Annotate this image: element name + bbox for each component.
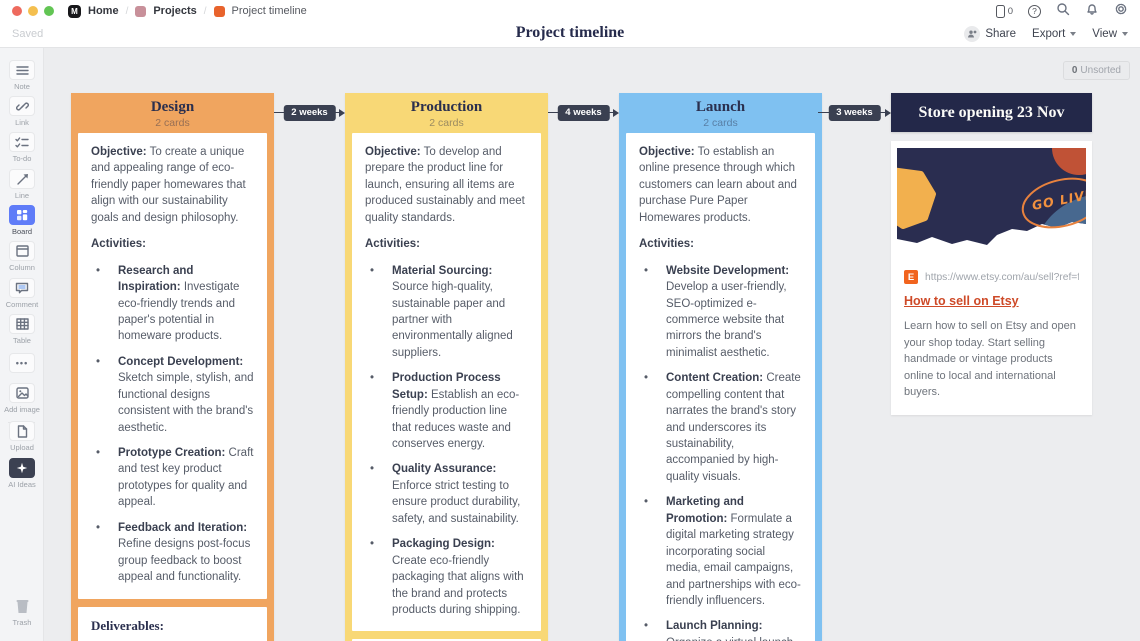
- breadcrumb-separator: /: [203, 5, 207, 17]
- settings-gear-icon[interactable]: [1114, 2, 1128, 21]
- invite-person-icon: [964, 26, 981, 42]
- device-count: 0: [1007, 5, 1013, 17]
- chevron-down-icon: [1070, 32, 1077, 36]
- duration-badge[interactable]: 2 weeks: [283, 104, 336, 121]
- breadcrumb-current[interactable]: Project timeline: [231, 5, 307, 17]
- todo-card-design[interactable]: Deliverables: A finalized lineup of pape…: [78, 606, 267, 641]
- save-status: Saved: [12, 28, 44, 40]
- sidebar-item-table[interactable]: Table: [0, 314, 44, 345]
- chevron-down-icon: [1122, 32, 1128, 36]
- breadcrumb-home[interactable]: Home: [88, 5, 119, 17]
- page-title[interactable]: Project timeline: [515, 24, 625, 41]
- column-card-count: 2 cards: [703, 117, 738, 129]
- arrow-head-icon: [613, 108, 619, 117]
- column-header[interactable]: Production 2 cards: [345, 93, 548, 133]
- arrow-head-icon: [885, 108, 891, 117]
- export-button[interactable]: Export: [1032, 28, 1077, 40]
- milanote-logo-icon[interactable]: [68, 4, 81, 18]
- timeline-arrow-1: 2 weeks: [274, 104, 345, 121]
- link-url: https://www.etsy.com/au/sell?ref=ftr: [925, 271, 1079, 283]
- go-live-illustration: GO LIVE!: [897, 148, 1086, 258]
- sidebar-item-trash[interactable]: Trash: [0, 596, 44, 627]
- minimize-window-button[interactable]: [28, 6, 38, 16]
- projects-board-icon: [135, 5, 147, 17]
- column-title: Launch: [695, 99, 746, 115]
- sidebar-item-board[interactable]: Board: [0, 205, 44, 236]
- duration-badge[interactable]: 4 weeks: [557, 104, 610, 121]
- link-description: Learn how to sell on Etsy and open your …: [904, 320, 1076, 398]
- sidebar-item-add-image[interactable]: Add image: [0, 383, 44, 414]
- timeline-arrow-3: 3 weeks: [818, 104, 891, 121]
- zoom-window-button[interactable]: [44, 6, 54, 16]
- column-launch[interactable]: Launch 2 cards Objective: To establish a…: [619, 93, 822, 641]
- sidebar-item-ai-ideas[interactable]: AI Ideas: [0, 458, 44, 489]
- window-chrome: Home / Projects / Project timeline 0 Sav…: [0, 0, 1140, 48]
- column-design[interactable]: Design 2 cards Objective: To create a un…: [71, 93, 274, 641]
- close-window-button[interactable]: [12, 6, 22, 16]
- sidebar-item-comment[interactable]: Comment: [0, 278, 44, 309]
- device-icon: [995, 4, 1005, 18]
- column-title: Production: [410, 99, 483, 115]
- sidebar-item-line[interactable]: Line: [0, 169, 44, 200]
- column-production[interactable]: Production 2 cards Objective: To develop…: [345, 93, 548, 641]
- sidebar-item-note[interactable]: Note: [0, 60, 44, 91]
- duration-badge[interactable]: 3 weeks: [828, 104, 881, 121]
- tool-sidebar: Note Link To-do Line Board Column Commen…: [0, 48, 44, 641]
- sidebar-item-todo[interactable]: To-do: [0, 132, 44, 163]
- search-icon[interactable]: [1056, 2, 1070, 21]
- help-icon[interactable]: [1028, 4, 1041, 18]
- column-header[interactable]: Launch 2 cards: [619, 93, 822, 133]
- connected-devices-button[interactable]: 0: [995, 4, 1013, 18]
- notifications-bell-icon[interactable]: [1085, 2, 1099, 21]
- sidebar-item-upload[interactable]: Upload: [0, 421, 44, 452]
- etsy-favicon-icon: E: [904, 270, 918, 284]
- column-card-count: 2 cards: [429, 117, 464, 129]
- sidebar-item-more[interactable]: •••: [0, 353, 44, 373]
- column-header[interactable]: Design 2 cards: [71, 93, 274, 133]
- column-title: Design: [150, 99, 195, 115]
- sidebar-item-column[interactable]: Column: [0, 241, 44, 272]
- timeline-arrow-2: 4 weeks: [548, 104, 619, 121]
- share-button[interactable]: Share: [964, 26, 1016, 42]
- timeline-board-icon: [213, 5, 225, 17]
- note-card-design[interactable]: Objective: To create a unique and appeal…: [78, 133, 267, 599]
- arrow-head-icon: [339, 108, 345, 117]
- breadcrumb-separator: /: [125, 5, 129, 17]
- todo-card-production[interactable]: Deliverables: A sustainable production l…: [352, 639, 541, 641]
- view-button[interactable]: View: [1092, 28, 1128, 40]
- note-card-launch[interactable]: Objective: To establish an online presen…: [626, 133, 815, 641]
- note-card-production[interactable]: Objective: To develop and prepare the pr…: [352, 133, 541, 632]
- column-card-count: 2 cards: [155, 117, 190, 129]
- sidebar-item-link[interactable]: Link: [0, 96, 44, 127]
- breadcrumb-projects[interactable]: Projects: [153, 5, 197, 17]
- breadcrumb: Home / Projects / Project timeline: [68, 4, 307, 18]
- link-title[interactable]: How to sell on Etsy: [904, 294, 1019, 308]
- milestone-banner[interactable]: Store opening 23 Nov: [891, 93, 1092, 132]
- etsy-link-card[interactable]: GO LIVE! E https://www.etsy.com/au/sell?…: [891, 141, 1092, 415]
